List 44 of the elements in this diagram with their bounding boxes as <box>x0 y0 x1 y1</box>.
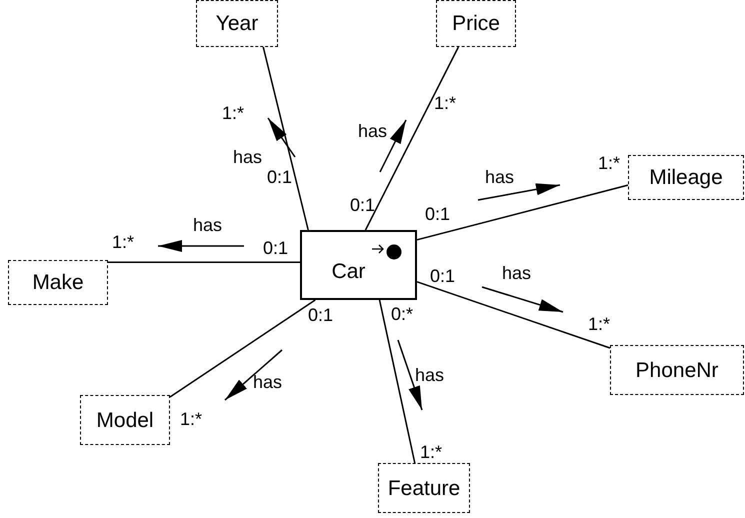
node-label: Price <box>452 13 500 34</box>
multiplicity-label: 0:1 <box>267 168 292 186</box>
multiplicity-label: 1:* <box>598 154 620 172</box>
multiplicity-label: 0:1 <box>430 267 456 285</box>
node-label: Feature <box>388 478 460 498</box>
connector-line <box>378 300 416 464</box>
node-label: Model <box>96 410 154 430</box>
multiplicity-label: 0:1 <box>350 196 376 214</box>
multiplicity-label: 1:* <box>420 443 442 461</box>
multiplicity-label: 1:* <box>222 104 244 122</box>
node-label: Year <box>216 13 258 34</box>
dashed-box <box>80 395 170 445</box>
multiplicity-label: 0:* <box>391 305 414 323</box>
node-label: PhoneNr <box>636 360 718 380</box>
connector-line <box>262 46 309 230</box>
connector-line <box>416 184 628 241</box>
multiplicity-label: 1:* <box>112 233 134 251</box>
multiplicity-label: 1:* <box>434 94 456 112</box>
multiplicity-label: 1:* <box>588 315 610 333</box>
connector-line <box>170 299 316 398</box>
edge-label: has <box>415 366 444 384</box>
dashed-box <box>610 345 744 395</box>
multiplicity-label: 0:1 <box>425 205 450 223</box>
dashed-box <box>378 463 470 513</box>
edge-label: has <box>485 168 514 186</box>
dashed-box <box>196 0 278 47</box>
multiplicity-label: 0:1 <box>263 239 288 257</box>
connector-line <box>108 261 300 263</box>
node-label: Car <box>332 260 366 282</box>
multiplicity-label: 0:1 <box>308 306 334 324</box>
edge-label: has <box>253 373 282 391</box>
edge-label: has <box>193 216 222 234</box>
dashed-box <box>436 0 516 47</box>
edge-label: has <box>233 148 262 166</box>
multiplicity-label: 1:* <box>180 410 202 428</box>
dashed-box <box>628 155 744 200</box>
connector-line <box>364 46 460 230</box>
entity-box <box>300 230 417 300</box>
node-label: Make <box>32 272 84 293</box>
node-label: Mileage <box>649 167 723 188</box>
dashed-box <box>8 260 108 305</box>
connector-line <box>416 281 610 349</box>
edge-label: has <box>358 122 388 140</box>
edge-label: has <box>502 264 532 282</box>
